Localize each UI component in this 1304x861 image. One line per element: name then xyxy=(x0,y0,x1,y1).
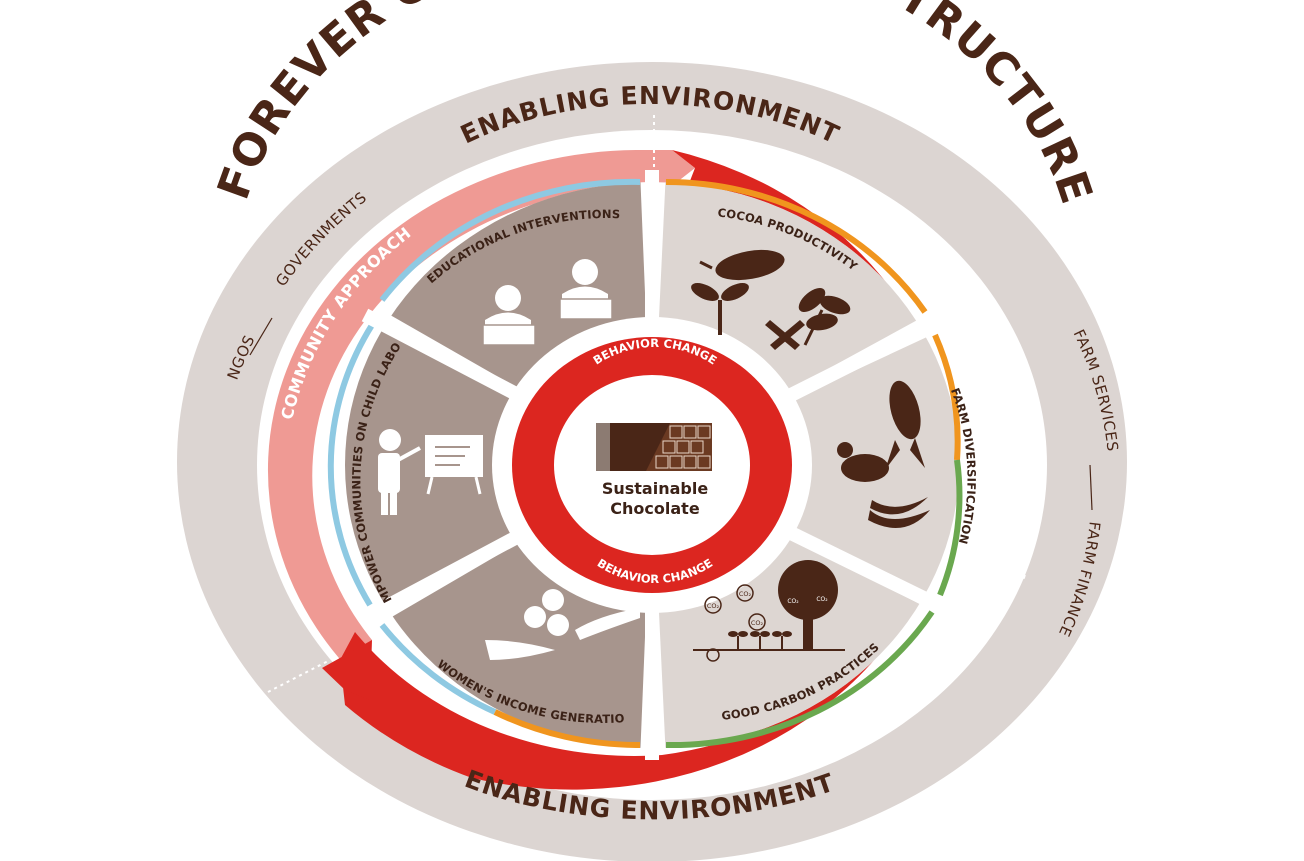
farm-development-arc xyxy=(340,150,951,790)
presenter-icon xyxy=(378,429,483,515)
dotted-divider-bottom-left xyxy=(267,659,331,693)
chicken-icon xyxy=(837,442,889,482)
sprouts-icon xyxy=(728,631,792,650)
segment-empower xyxy=(345,322,652,610)
corn-icon xyxy=(885,380,925,470)
center-label-line1: Sustainable xyxy=(602,479,708,498)
community-approach-arc xyxy=(267,150,695,665)
rim-blue-bottom xyxy=(379,623,497,715)
seedling-icon xyxy=(691,283,749,335)
co2-label: CO₂ xyxy=(816,596,828,603)
hands-coins-icon xyxy=(485,589,640,660)
bananas-icon xyxy=(868,497,930,528)
readers-icon xyxy=(482,259,613,346)
rim-orange-right xyxy=(932,333,961,461)
co2-label: CO₂ xyxy=(787,598,799,605)
chocolate-bar-icon xyxy=(596,423,712,471)
pruning-shears-icon xyxy=(765,320,805,350)
rim-orange-bottom xyxy=(493,709,641,749)
farm-services-finance-connector xyxy=(1089,464,1093,511)
co2-labels: CO₂ CO₂ CO₂ CO₂ CO₂ xyxy=(707,590,828,627)
co2-label: CO₂ xyxy=(707,602,720,610)
cocoa-leaves-icon xyxy=(798,288,851,346)
co2-label: CO₂ xyxy=(739,590,752,598)
rim-green-bottom xyxy=(665,610,935,749)
rim-orange-top xyxy=(665,178,928,314)
farm-arc-arrowhead xyxy=(322,640,372,700)
co2-label: CO₂ xyxy=(751,619,764,627)
cocoa-pod-icon xyxy=(699,249,785,281)
rim-green-right xyxy=(937,459,963,597)
rim-blue-top xyxy=(379,178,641,302)
governments-ngos-connector xyxy=(249,317,273,356)
co2-bubbles-icon xyxy=(704,584,830,662)
rim-blue-left xyxy=(327,323,375,607)
center-label-line2: Chocolate xyxy=(610,499,700,518)
